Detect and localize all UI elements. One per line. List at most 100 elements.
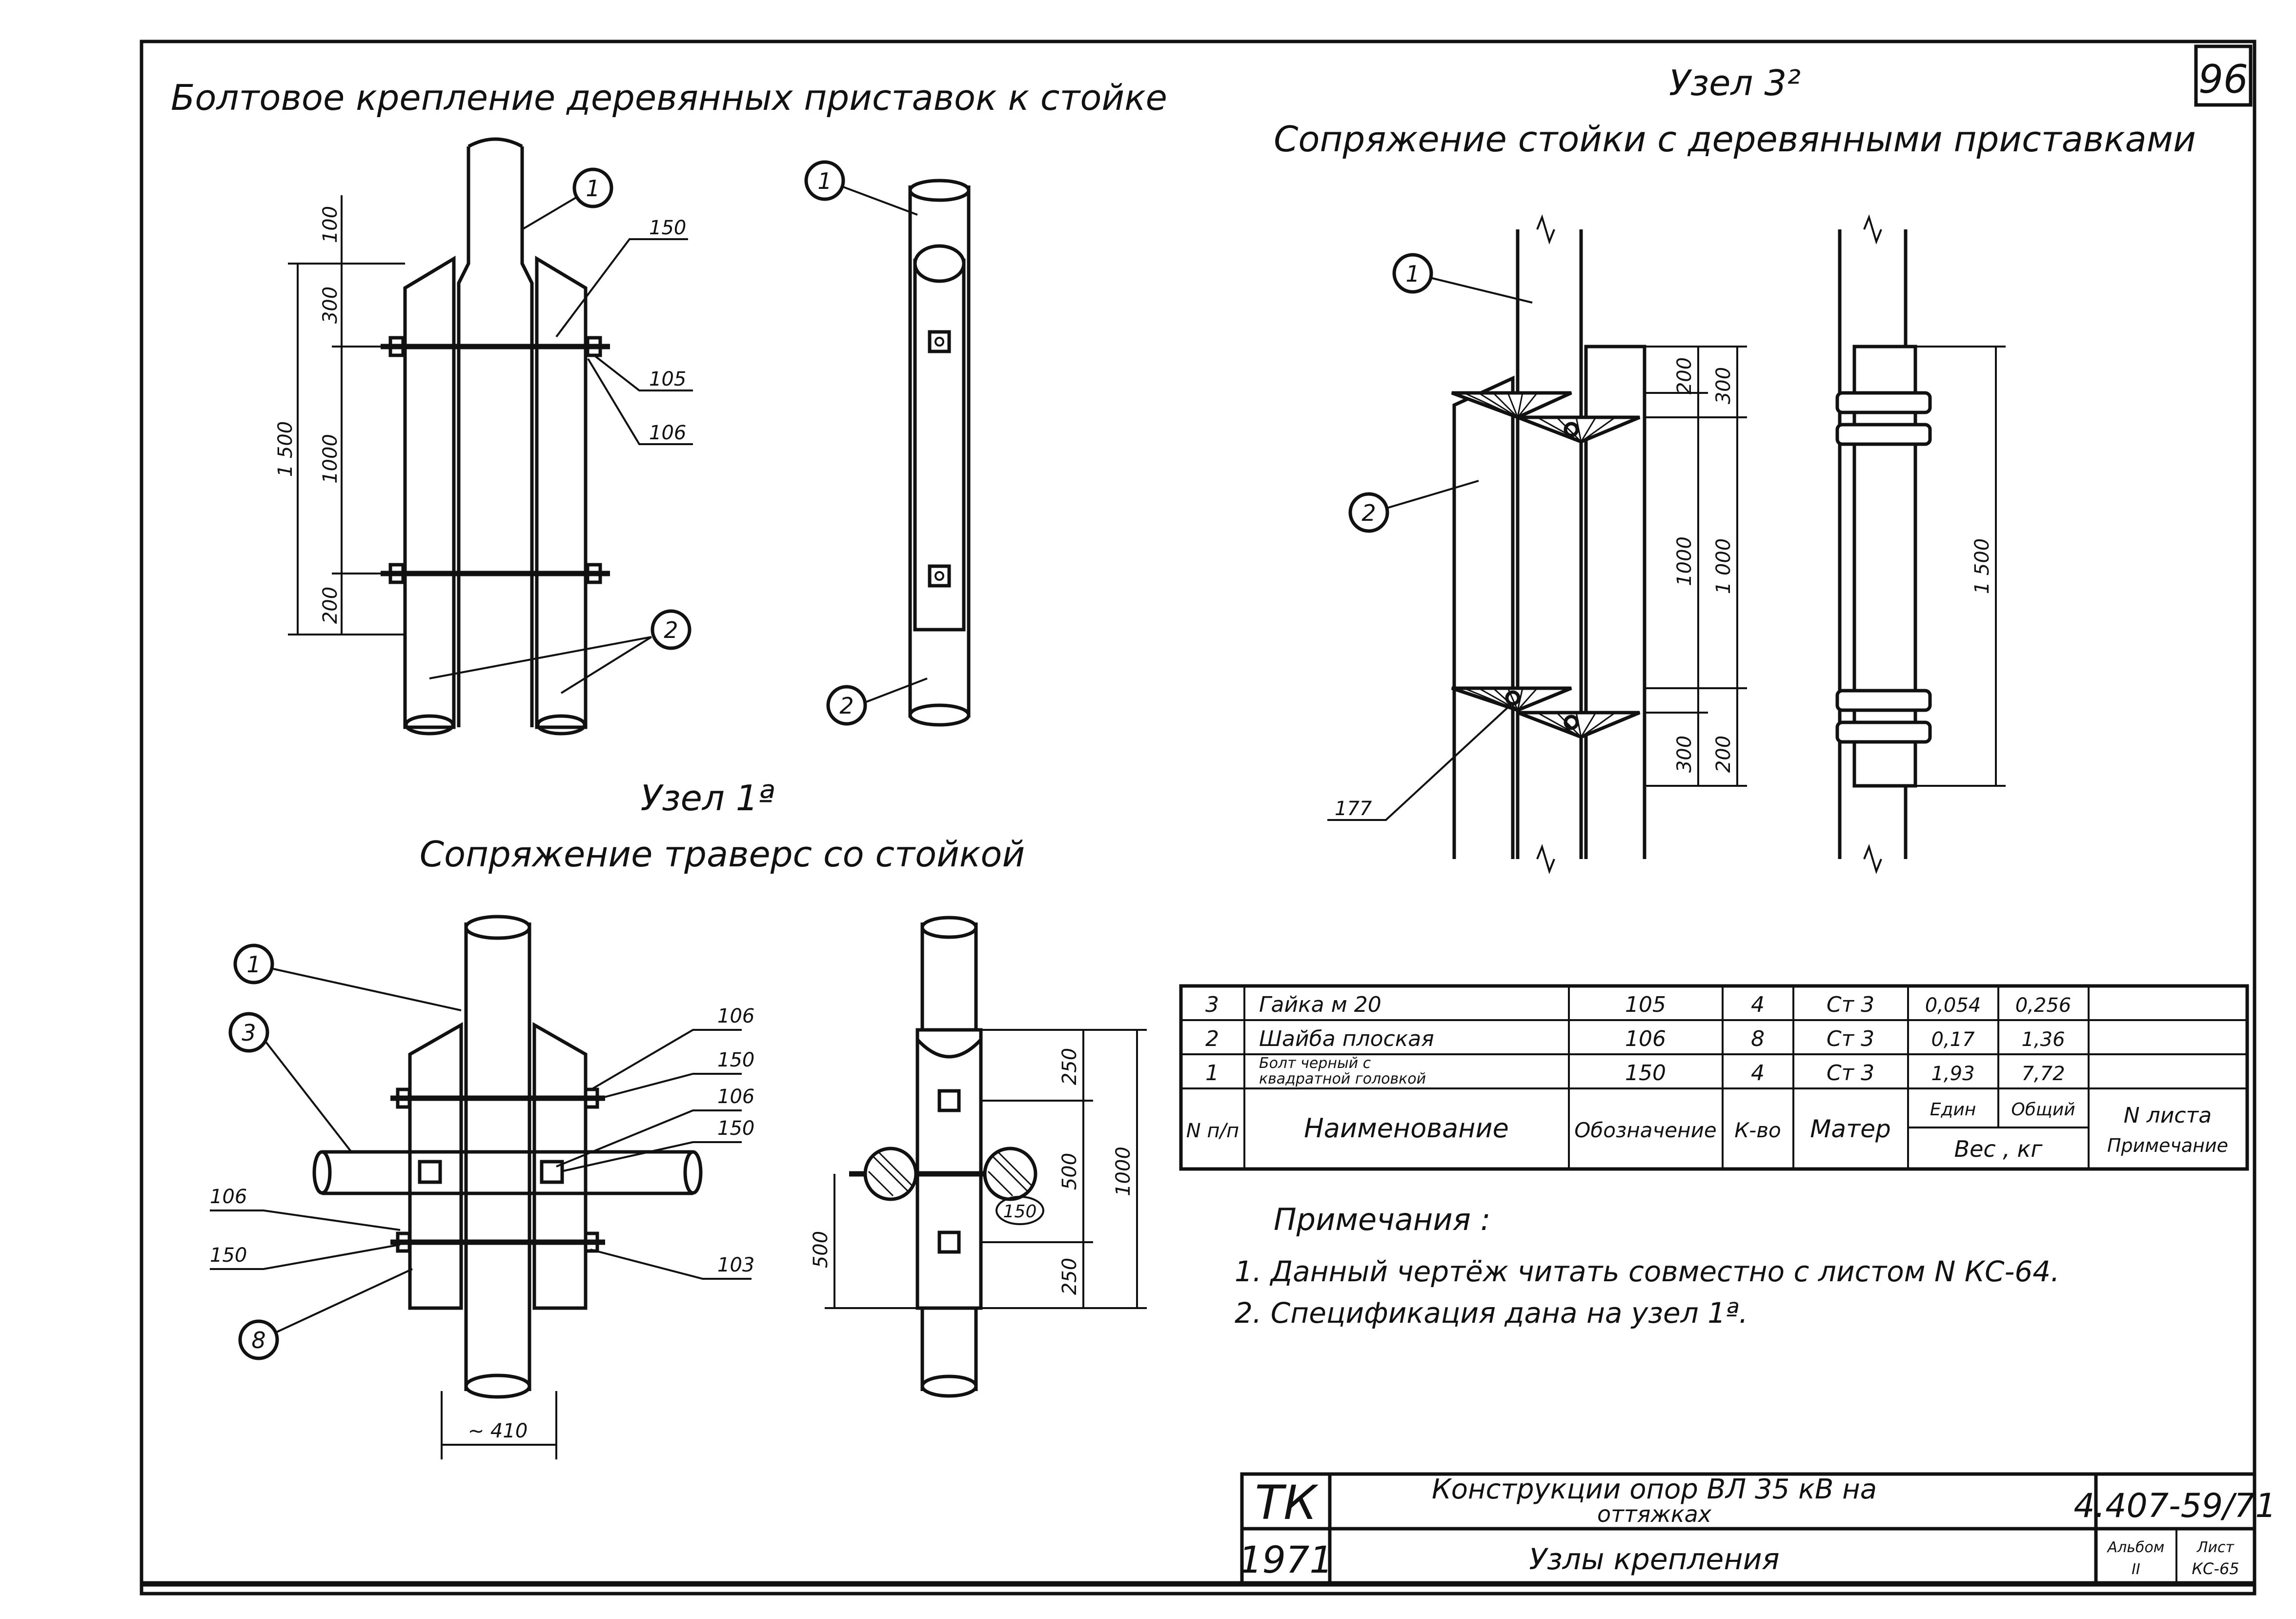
node1-side-dim-500b: 500 (810, 1231, 832, 1268)
node3-bolt (1564, 422, 1579, 437)
view-a-cut-right (536, 714, 587, 736)
node3-side-dim-1500: 1 500 (1971, 538, 1993, 594)
spec-row-n: 2 (1205, 1026, 1219, 1051)
node1-leader-106b (556, 1109, 742, 1168)
node3-attachment-left (1452, 375, 1515, 859)
view-a-leader-105 (594, 355, 693, 391)
spec-row-total: 0,256 (2015, 994, 2072, 1017)
title-block-subtitle: Узлы крепления (1529, 1542, 1779, 1577)
sheet-frame (140, 40, 2256, 1596)
node1-nut (584, 1231, 599, 1253)
spec-row-name: Шайба плоская (1259, 1026, 1434, 1051)
view-a-attachment-right (535, 255, 588, 729)
spec-row-total: 1,36 (2021, 1028, 2065, 1051)
node1-leader-3 (265, 1041, 352, 1153)
node1-side-pole-cut-bottom (920, 1374, 978, 1398)
node1-front: 106 150 106 150 103 106 150 ~ 410 1 3 8 (210, 915, 754, 1459)
spec-header-total: Общий (2011, 1100, 2075, 1120)
node1-side-dim-500a: 500 (1058, 1153, 1081, 1190)
view-a-pole (457, 146, 534, 727)
node1-callout-8-label: 8 (251, 1327, 265, 1353)
spec-row-name: Гайка м 20 (1259, 992, 1382, 1017)
view-a-leader-1 (521, 197, 577, 230)
node1-traverse (322, 1150, 693, 1195)
title-block-title-line2: оттяжках (1597, 1501, 1712, 1527)
title-block: ТК 1971 Конструкции опор ВЛ 35 кВ на отт… (1239, 1472, 2276, 1586)
node1-side-attachment (915, 1028, 983, 1310)
node1-side-attachment-end (916, 1038, 982, 1059)
node3-dim-1000b: 1 000 (1712, 538, 1735, 594)
view-a-dim-1500: 1 500 (274, 421, 297, 477)
node3-dim-1000a: 1000 (1673, 536, 1696, 586)
spec-header-note-line2: Примечание (2107, 1135, 2228, 1156)
title-block-doc-code: 4.407-59/71 (2073, 1487, 2276, 1525)
node1-side-dim-150-bubble (996, 1196, 1044, 1225)
node1-callout-3-label: 3 (242, 1020, 256, 1046)
node1-pole (464, 922, 531, 1391)
node3-leader-177 (1327, 702, 1514, 821)
spec-row-code: 106 (1625, 1026, 1666, 1051)
node3-bracket-hatch (1537, 712, 1616, 738)
node1-side-dim-1000: 1000 (1112, 1147, 1135, 1196)
node3-dim-300a: 300 (1712, 367, 1735, 404)
node1-leader-8 (275, 1268, 413, 1333)
spec-header-note-line1: N листа (2124, 1103, 2212, 1128)
node1-nut (396, 1087, 411, 1109)
node1-side-traverse-hatch (987, 1151, 1033, 1197)
spec-row-qty: 4 (1751, 992, 1765, 1017)
spec-row-mat: Ст 3 (1827, 1061, 1874, 1086)
node1-side-dim-250b: 250 (1058, 1258, 1081, 1295)
node1-pole-cut-top (464, 915, 531, 940)
view-b-attachment (913, 259, 966, 632)
node3-subtitle: Сопряжение стойки с деревянными приставк… (1274, 119, 2196, 160)
node1-dim-103: 103 (717, 1254, 754, 1276)
node1-nut (584, 1087, 599, 1109)
notes: Примечания : 1. Данный чертёж читать сов… (1235, 1202, 2060, 1330)
view-b-callout-1-label: 1 (817, 168, 832, 194)
spec-header-weight: Вес , кг (1954, 1136, 2043, 1162)
node3-attachment-right (1584, 345, 1646, 859)
node3-break-bottom (1536, 843, 1555, 875)
spec-row-unit: 0,17 (1931, 1028, 1975, 1051)
view-b-attachment-end (913, 244, 966, 283)
node3-side: 1 500 (1835, 214, 2006, 875)
node3-bracket (1451, 391, 1572, 419)
node3-bolt (1564, 715, 1579, 730)
spec-header-qty: К-во (1734, 1118, 1781, 1142)
sheet-number: 96 (2198, 57, 2248, 102)
node3-bracket-hatch (1463, 392, 1538, 418)
view-b-bolt-hole (935, 571, 944, 581)
node1-leader-150a (600, 1073, 742, 1099)
view-a-leader-2 (429, 636, 652, 694)
node1-side: 250 500 1000 250 500 150 (810, 916, 1147, 1398)
title-block-title-line1: Конструкции опор ВЛ 35 кВ на (1432, 1474, 1877, 1505)
view-b-leader-2 (863, 677, 928, 704)
node1-dim-150c: 150 (210, 1244, 247, 1267)
node3-side-break-top (1863, 214, 1882, 245)
spec-header-unit: Един (1930, 1100, 1976, 1120)
view-a-leader-150 (555, 238, 688, 338)
note-item-2: 2. Спецификация дана на узел 1ª. (1235, 1296, 1748, 1330)
spec-header-n: N п/п (1186, 1120, 1239, 1142)
view-a-front: 100 300 1 500 1000 200 150 105 106 1 2 (274, 137, 693, 736)
title-block-sheet-value: КС-65 (2192, 1559, 2239, 1578)
spec-table-frame (1179, 984, 2249, 1171)
node3-dim-177: 177 (1335, 798, 1372, 820)
view-a-dim-150: 150 (649, 217, 686, 239)
view-b-pole-cut-bottom (908, 703, 971, 727)
node1-attachment-left (408, 1022, 463, 1310)
spec-header-mat: Матер (1810, 1115, 1890, 1143)
view-b-bolt-hole (935, 337, 944, 347)
view-a-nut (586, 563, 602, 584)
spec-row-total: 7,72 (2021, 1063, 2065, 1085)
title-block-sheet-label: Лист (2196, 1539, 2235, 1556)
node1-side-dim-150: 150 (1003, 1202, 1037, 1222)
view-b-callout-2 (826, 685, 867, 726)
spec-table: 3 Гайка м 20 105 4 Ст 3 0,054 0,256 2 Ша… (1179, 984, 2249, 1171)
node3-side-break-bottom (1863, 843, 1882, 875)
node1-leader-1 (273, 968, 462, 1011)
node3-callout-2 (1348, 492, 1389, 533)
view-a-callout-1 (572, 167, 613, 208)
spec-row-unit: 0,054 (1925, 994, 1981, 1017)
node1-leader-150c (210, 1244, 401, 1270)
